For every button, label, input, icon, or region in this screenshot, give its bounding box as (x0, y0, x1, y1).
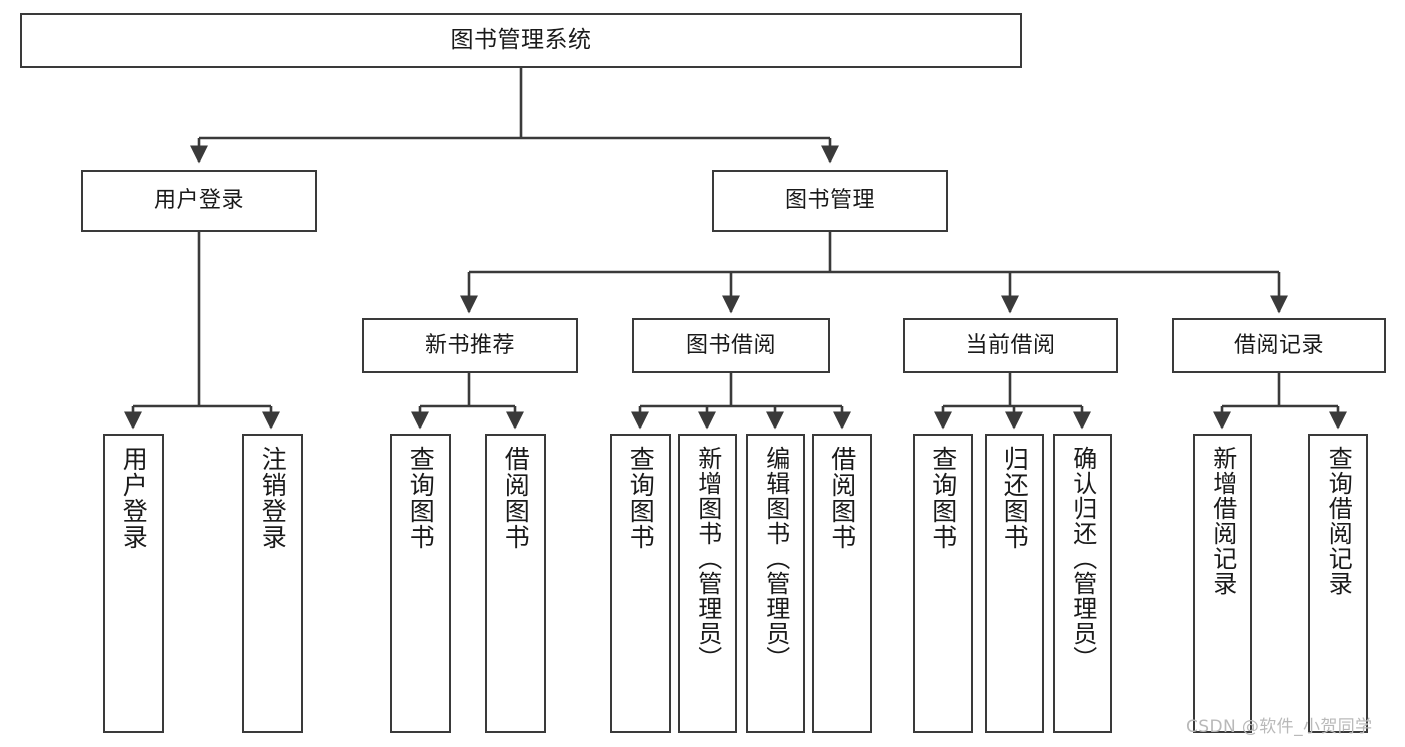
node-label: 用户登录 (119, 446, 149, 550)
node-label: 借阅图书 (827, 446, 857, 550)
node-label: 编辑图书（管理员） (761, 446, 790, 671)
leaf-return-book[interactable]: 归还图书 (985, 434, 1044, 733)
node-label: 新增图书（管理员） (693, 446, 722, 671)
leaf-query-book-current[interactable]: 查询图书 (913, 434, 973, 733)
leaf-borrow-book-recommend[interactable]: 借阅图书 (485, 434, 546, 733)
leaf-query-borrow-record[interactable]: 查询借阅记录 (1308, 434, 1368, 733)
node-label: 借阅图书 (501, 446, 531, 550)
leaf-query-book-borrow[interactable]: 查询图书 (610, 434, 671, 733)
node-label: 确认归还（管理员） (1068, 446, 1097, 671)
node-borrow-record[interactable]: 借阅记录 (1172, 318, 1386, 373)
leaf-query-book-recommend[interactable]: 查询图书 (390, 434, 451, 733)
node-label: 用户登录 (153, 188, 244, 214)
leaf-confirm-return-admin[interactable]: 确认归还（管理员） (1053, 434, 1112, 733)
node-label: 查询图书 (928, 446, 958, 550)
node-label: 新书推荐 (424, 332, 515, 358)
node-label: 注销登录 (258, 446, 288, 550)
leaf-add-borrow-record[interactable]: 新增借阅记录 (1193, 434, 1252, 733)
node-label: 当前借阅 (965, 332, 1056, 358)
leaf-add-book-admin[interactable]: 新增图书（管理员） (678, 434, 737, 733)
node-book-management[interactable]: 图书管理 (712, 170, 948, 232)
node-book-borrow[interactable]: 图书借阅 (632, 318, 830, 373)
leaf-user-logout[interactable]: 注销登录 (242, 434, 303, 733)
leaf-edit-book-admin[interactable]: 编辑图书（管理员） (746, 434, 805, 733)
node-label: 查询借阅记录 (1324, 446, 1353, 596)
node-label: 新增借阅记录 (1208, 446, 1237, 596)
csdn-watermark: CSDN @软件_小贺同学 (1186, 717, 1373, 737)
node-label: 查询图书 (406, 446, 436, 550)
node-label: 查询图书 (626, 446, 656, 550)
node-label: 图书借阅 (685, 332, 776, 358)
leaf-borrow-book[interactable]: 借阅图书 (812, 434, 872, 733)
node-root-system[interactable]: 图书管理系统 (20, 13, 1022, 68)
node-current-borrow[interactable]: 当前借阅 (903, 318, 1118, 373)
node-label: 图书管理 (784, 188, 875, 214)
node-label: 图书管理系统 (450, 26, 592, 53)
node-label: 归还图书 (1000, 446, 1030, 550)
node-label: 借阅记录 (1233, 332, 1324, 358)
leaf-user-login[interactable]: 用户登录 (103, 434, 164, 733)
node-user-login[interactable]: 用户登录 (81, 170, 317, 232)
node-new-book-recommendation[interactable]: 新书推荐 (362, 318, 578, 373)
